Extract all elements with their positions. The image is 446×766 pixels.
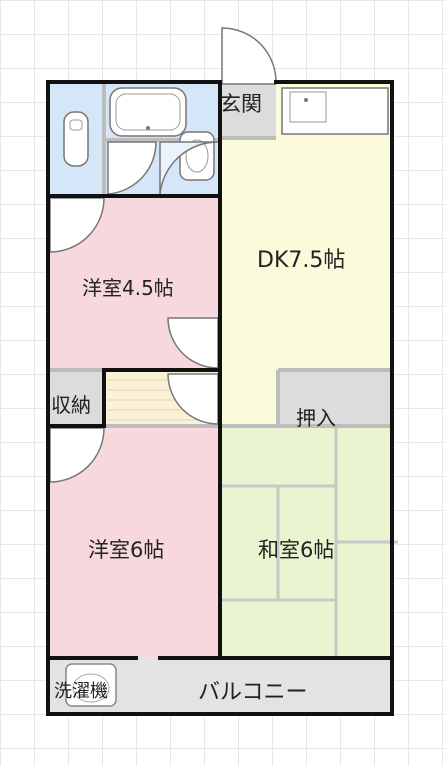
closet-label: 押入 bbox=[296, 406, 336, 430]
western-small-door-top bbox=[49, 197, 105, 253]
western-large-door bbox=[49, 427, 105, 483]
tatami-lines bbox=[220, 426, 398, 658]
entrance-floor bbox=[220, 84, 276, 138]
bathtub bbox=[109, 87, 187, 137]
storage-room bbox=[48, 370, 104, 426]
western-small-label: 洋室4.5帖 bbox=[82, 276, 174, 300]
japanese-label: 和室6帖 bbox=[258, 538, 335, 562]
walls bbox=[46, 80, 394, 716]
inner-partitions bbox=[48, 84, 392, 428]
western-large-label: 洋室6帖 bbox=[88, 538, 165, 562]
door-swings bbox=[49, 27, 277, 483]
closet-room bbox=[278, 370, 392, 426]
washer-pan bbox=[65, 663, 117, 707]
entrance-door bbox=[221, 27, 277, 85]
bathroom-door bbox=[107, 141, 157, 195]
entrance-label: 玄関 bbox=[220, 92, 262, 116]
dk-lower-extension bbox=[220, 370, 278, 426]
storage-label: 収納 bbox=[51, 393, 91, 417]
dk-label: DK7.5帖 bbox=[257, 248, 346, 273]
western-small-door-right bbox=[167, 317, 219, 369]
hall-door bbox=[167, 373, 219, 425]
washer-label: 洗濯機 bbox=[54, 681, 108, 702]
balcony-label: バルコニー bbox=[198, 680, 308, 705]
bathroom-sink bbox=[179, 131, 215, 181]
toilet bbox=[63, 111, 89, 167]
bath-inner-door bbox=[159, 141, 219, 195]
kitchen-counter bbox=[281, 87, 389, 135]
